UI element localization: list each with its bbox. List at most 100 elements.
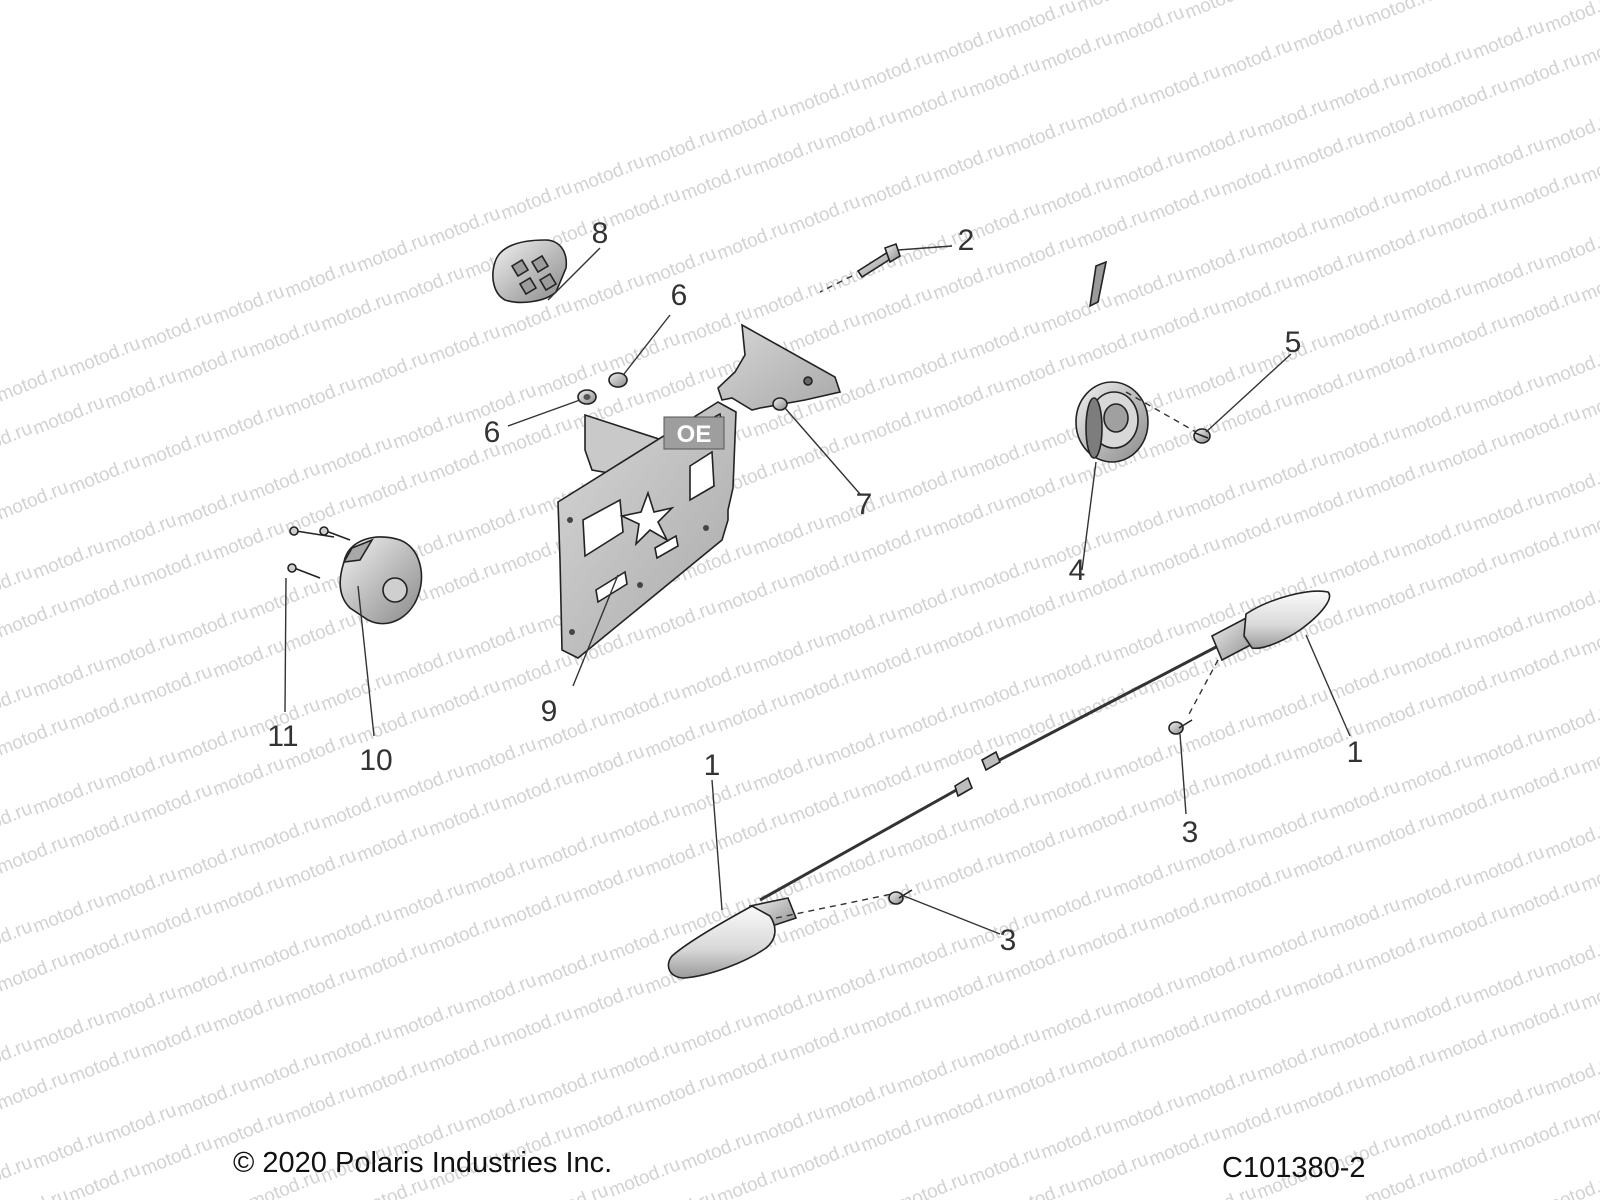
watermark-text: motod.ru (1182, 0, 1259, 24)
watermark-text: motod.ru (570, 1095, 647, 1143)
watermark-text: motod.ru (1542, 816, 1600, 864)
watermark-text: motod.ru (1470, 134, 1547, 182)
watermark-text: motod.ru (1002, 585, 1079, 633)
figure-id: C101380-2 (1222, 1152, 1366, 1184)
callout-9: 9 (541, 695, 558, 728)
watermark-text: motod.ru (1146, 61, 1223, 109)
watermark-text: motod.ru (0, 831, 71, 879)
watermark-text: motod.ru (66, 1159, 143, 1200)
watermark-text: motod.ru (354, 347, 431, 395)
watermark-text: motod.ru (1470, 724, 1547, 772)
watermark-text: motod.ru (750, 132, 827, 180)
watermark-text: motod.ru (0, 1185, 71, 1200)
flasher-relay (339, 536, 423, 625)
watermark-text: motod.ru (1254, 94, 1331, 142)
watermark-text: motod.ru (1110, 146, 1187, 194)
watermark-text: motod.ru (426, 321, 503, 369)
screw-part-3-right (1168, 719, 1193, 735)
watermark-text: motod.ru (138, 543, 215, 591)
watermark-text: motod.ru (966, 1024, 1043, 1072)
watermark-text: motod.ru (1002, 467, 1079, 515)
watermark-text: motod.ru (1110, 736, 1187, 784)
watermark-text: motod.ru (714, 217, 791, 265)
watermark-text: motod.ru (1074, 1149, 1151, 1197)
watermark-text: motod.ru (1218, 1097, 1295, 1145)
watermark-text: motod.ru (1218, 35, 1295, 83)
watermark-text: motod.ru (138, 307, 215, 355)
watermark-text: motod.ru (822, 604, 899, 652)
watermark-text: motod.ru (30, 1126, 107, 1174)
watermark-text: motod.ru (1182, 946, 1259, 994)
tail-light-housing (492, 239, 568, 304)
watermark-text: motod.ru (426, 1029, 503, 1077)
watermark-text: motod.ru (1218, 979, 1295, 1027)
watermark-text: motod.ru (210, 753, 287, 801)
watermark-text: motod.ru (1182, 120, 1259, 168)
watermark-text: motod.ru (1038, 880, 1115, 928)
watermark-text: motod.ru (678, 158, 755, 206)
watermark-text: motod.ru (1146, 533, 1223, 581)
watermark-text: motod.ru (462, 970, 539, 1018)
watermark-text: motod.ru (1110, 972, 1187, 1020)
watermark-text: motod.ru (786, 663, 863, 711)
watermark-text: motod.ru (894, 696, 971, 744)
watermark-text: motod.ru (498, 413, 575, 461)
watermark-text: motod.ru (678, 1128, 755, 1176)
copyright-notice: © 2020 Polaris Industries Inc. (233, 1147, 613, 1179)
screw-part-5 (1193, 428, 1211, 444)
watermark-text: motod.ru (1542, 1052, 1600, 1100)
watermark-text: motod.ru (1254, 212, 1331, 260)
watermark-text: motod.ru (822, 958, 899, 1006)
watermark-text: motod.ru (1542, 344, 1600, 392)
watermark-text: motod.ru (1362, 0, 1439, 31)
watermark-text: motod.ru (570, 859, 647, 907)
watermark-text: motod.ru (1362, 219, 1439, 267)
watermark-text: motod.ru (66, 333, 143, 381)
watermark-text: motod.ru (102, 746, 179, 794)
watermark-text: motod.ru (570, 977, 647, 1025)
watermark-text: motod.ru (1218, 743, 1295, 791)
watermark-text: motod.ru (1542, 108, 1600, 156)
watermark-text: motod.ru (1146, 297, 1223, 345)
watermark-text: motod.ru (390, 878, 467, 926)
watermark-text: motod.ru (1398, 160, 1475, 208)
watermark-text: motod.ru (1038, 172, 1115, 220)
callout-11: 11 (267, 720, 298, 753)
watermark-text: motod.ru (174, 956, 251, 1004)
nut-part-6-lower (577, 389, 597, 405)
watermark-text: motod.ru (930, 611, 1007, 659)
watermark-text: motod.ru (750, 984, 827, 1032)
watermark-text: motod.ru (1434, 193, 1511, 241)
watermark-text: motod.ru (1434, 783, 1511, 831)
watermark-text: motod.ru (102, 864, 179, 912)
watermark-text: motod.ru (1398, 42, 1475, 90)
watermark-text: motod.ru (894, 80, 971, 128)
nut-part-6-upper (608, 372, 628, 388)
watermark-text: motod.ru (1398, 750, 1475, 798)
watermark-text: motod.ru (0, 1152, 35, 1200)
watermark-text: motod.ru (318, 432, 395, 480)
watermark-text: motod.ru (1218, 861, 1295, 909)
watermark-text: motod.ru (1470, 842, 1547, 890)
callout-5: 5 (1285, 326, 1302, 359)
watermark-text: motod.ru (498, 885, 575, 933)
watermark-text: motod.ru (1218, 153, 1295, 201)
watermark-text: motod.ru (1434, 547, 1511, 595)
callout-3-right: 3 (1182, 816, 1199, 849)
watermark-text: motod.ru (570, 151, 647, 199)
watermark-text: motod.ru (1146, 1123, 1223, 1171)
watermark-text: motod.ru (1434, 1019, 1511, 1067)
watermark-text: motod.ru (282, 1081, 359, 1129)
watermark-text: motod.ru (0, 949, 71, 997)
watermark-text: motod.ru (786, 899, 863, 947)
watermark-text: motod.ru (1362, 455, 1439, 503)
watermark-text: motod.ru (1146, 415, 1223, 463)
watermark-text: motod.ru (1434, 75, 1511, 123)
watermark-text: motod.ru (1254, 802, 1331, 850)
watermark-text: motod.ru (1110, 500, 1187, 548)
watermark-text: motod.ru (462, 498, 539, 546)
watermark-text: motod.ru (1362, 809, 1439, 857)
watermark-text: motod.ru (174, 1074, 251, 1122)
